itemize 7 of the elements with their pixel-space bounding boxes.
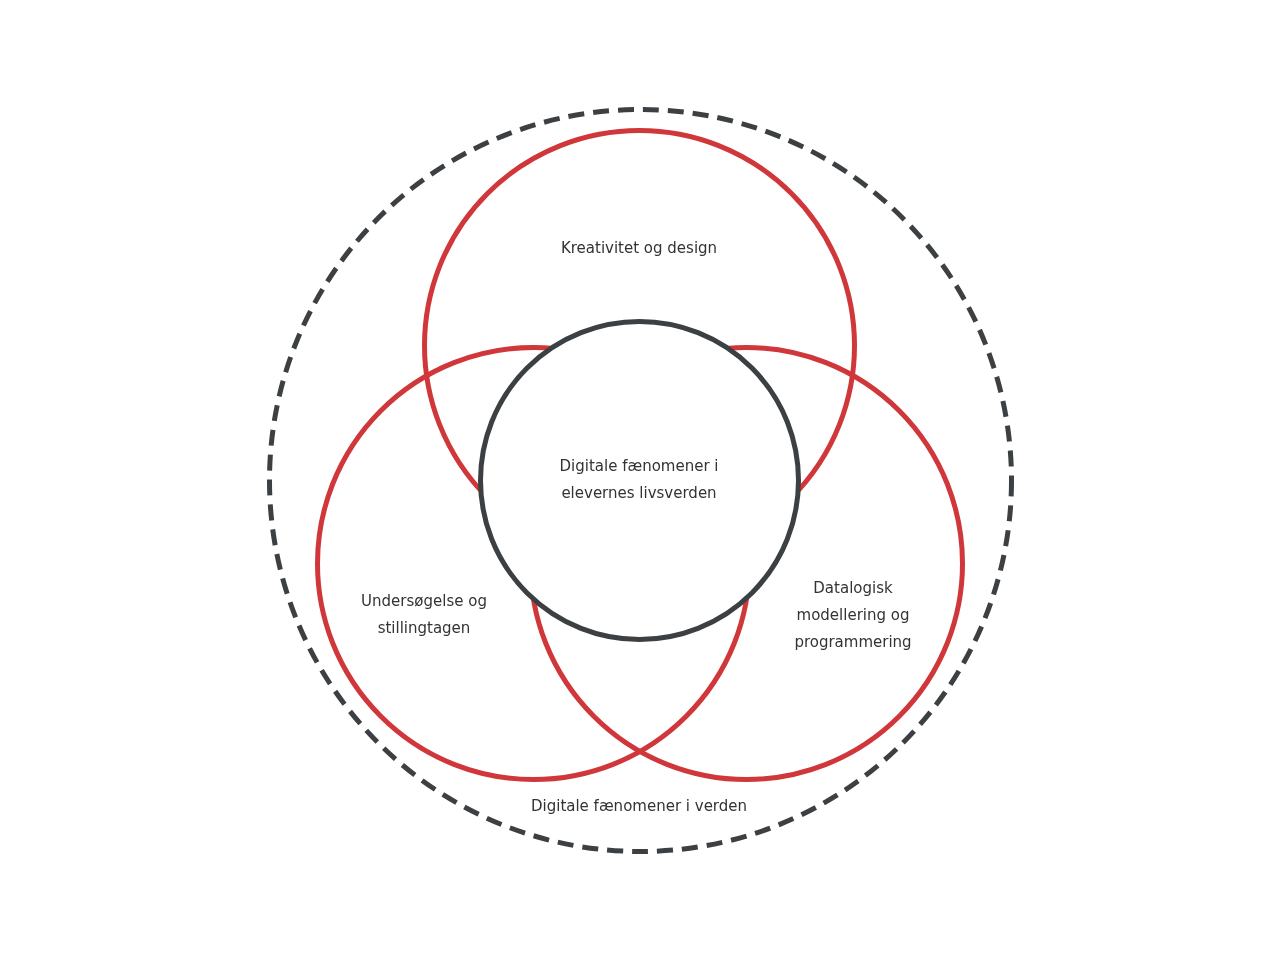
circle-label: Digitale fænomener i verden bbox=[529, 795, 749, 817]
dashed-circle bbox=[266, 106, 1014, 854]
circle-label: Kreativitet og design bbox=[559, 237, 719, 259]
circle-label: Datalogisk modellering og programmering bbox=[793, 577, 913, 653]
venn-circle bbox=[314, 344, 752, 782]
circle-label: Undersøgelse og stillingtagen bbox=[360, 591, 488, 639]
circle-label: Digitale fænomener i elevernes livsverden bbox=[558, 456, 720, 504]
